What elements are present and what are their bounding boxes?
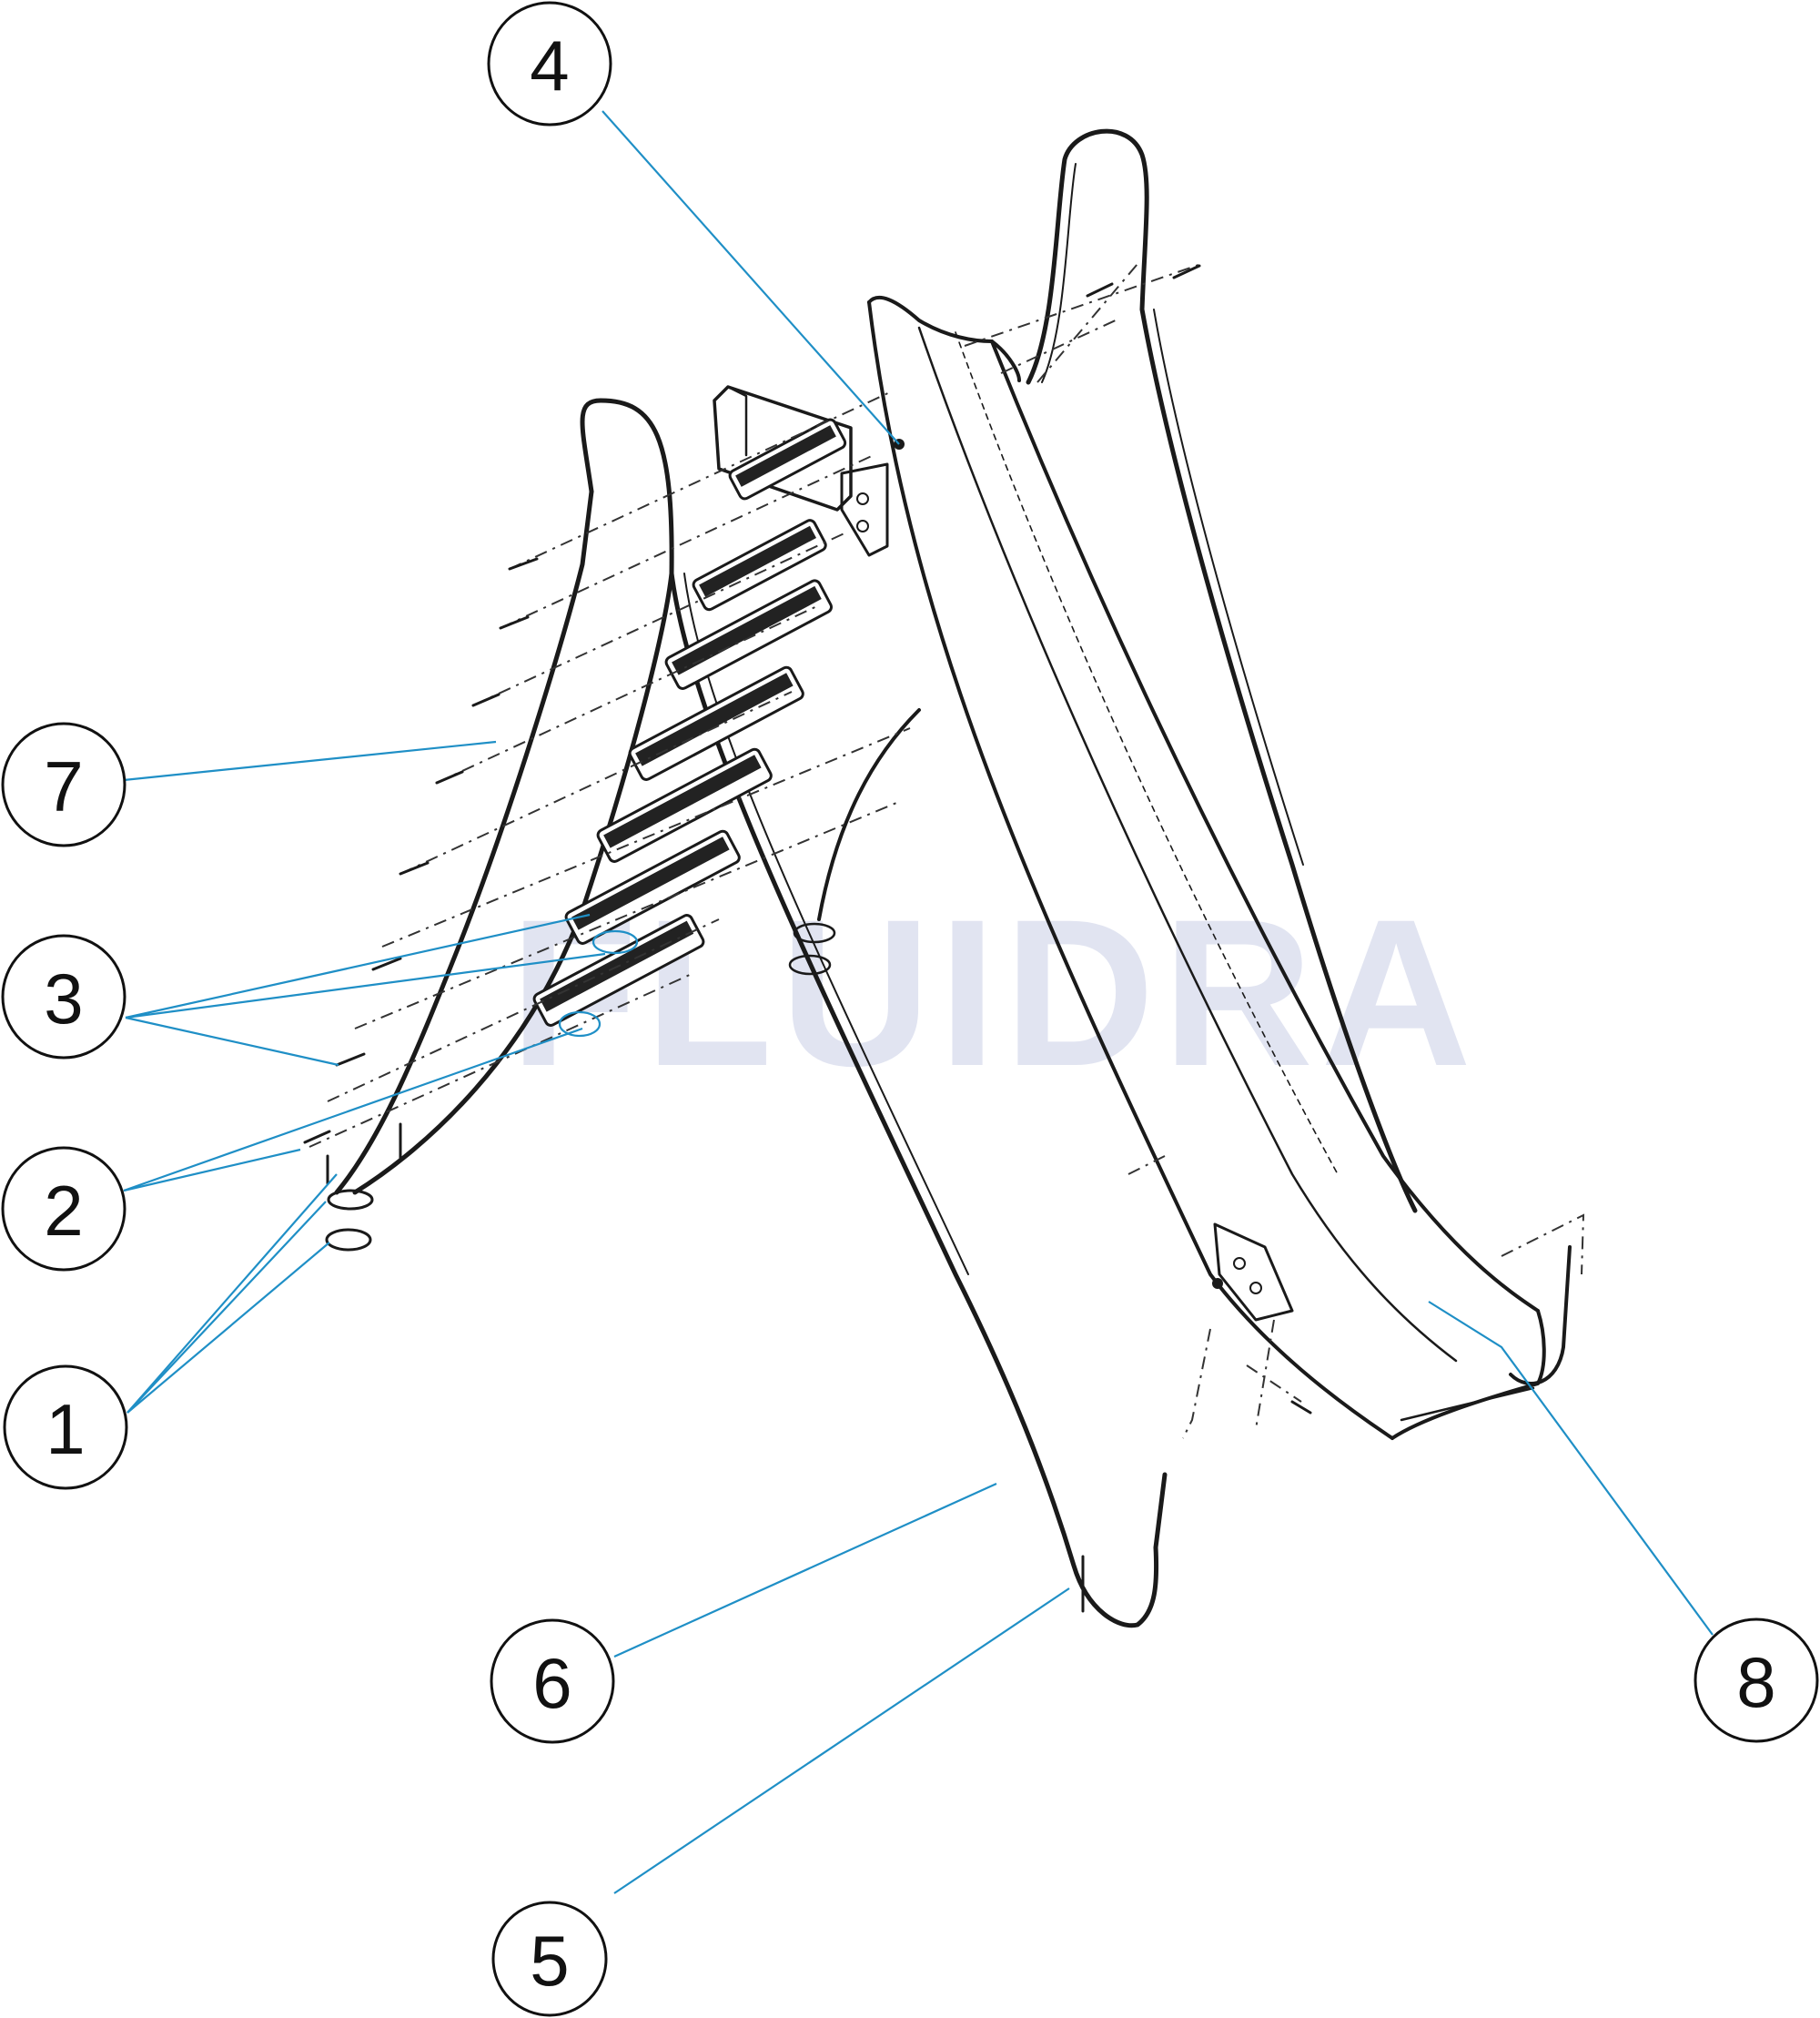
svg-text:3: 3: [44, 958, 83, 1039]
watermark: FLUIDRA: [510, 876, 1479, 1110]
rear-handrail: [1026, 128, 1572, 1385]
leader-1c: [126, 1242, 330, 1414]
leader-1b: [126, 1201, 327, 1414]
svg-text:4: 4: [530, 25, 569, 106]
callout-3: 3: [1, 934, 126, 1060]
left-ladder-rail: [334, 398, 674, 1195]
callout-2: 2: [1, 1146, 126, 1272]
step: [664, 579, 833, 690]
leader-5: [613, 1587, 1070, 1894]
callout-4: 4: [487, 1, 612, 127]
leader-8: [1428, 1301, 1714, 1636]
callout-1: 1: [3, 1364, 128, 1490]
callout-5: 5: [491, 1901, 608, 2017]
callout-6: 6: [490, 1618, 615, 1744]
slide-chute: [713, 295, 1585, 1440]
step: [728, 418, 847, 501]
step: [628, 665, 804, 781]
leader-3c: [125, 1016, 339, 1067]
base-plates: [325, 1189, 374, 1252]
assembly-lines: [308, 263, 1302, 1403]
step: [596, 747, 773, 863]
svg-text:7: 7: [44, 746, 83, 826]
leader-2b: [123, 1148, 301, 1192]
leader-4: [602, 110, 900, 445]
svg-text:5: 5: [530, 1921, 569, 2001]
svg-text:2: 2: [44, 1171, 83, 1251]
leader-3b: [125, 952, 606, 1019]
leader-1: [126, 1173, 338, 1414]
leader-7: [123, 740, 497, 782]
svg-text:1: 1: [46, 1389, 85, 1469]
step: [564, 829, 741, 945]
callout-8: 8: [1694, 1617, 1819, 1743]
callout-7: 7: [1, 722, 126, 847]
leader-3: [125, 913, 591, 1019]
svg-text:8: 8: [1736, 1642, 1775, 1722]
ladder-steps: [532, 418, 847, 1027]
leader-lines: [123, 110, 1714, 1894]
svg-text:6: 6: [532, 1643, 571, 1723]
step: [692, 519, 827, 612]
leader-6: [613, 1482, 997, 1658]
leader-2: [123, 1027, 583, 1192]
